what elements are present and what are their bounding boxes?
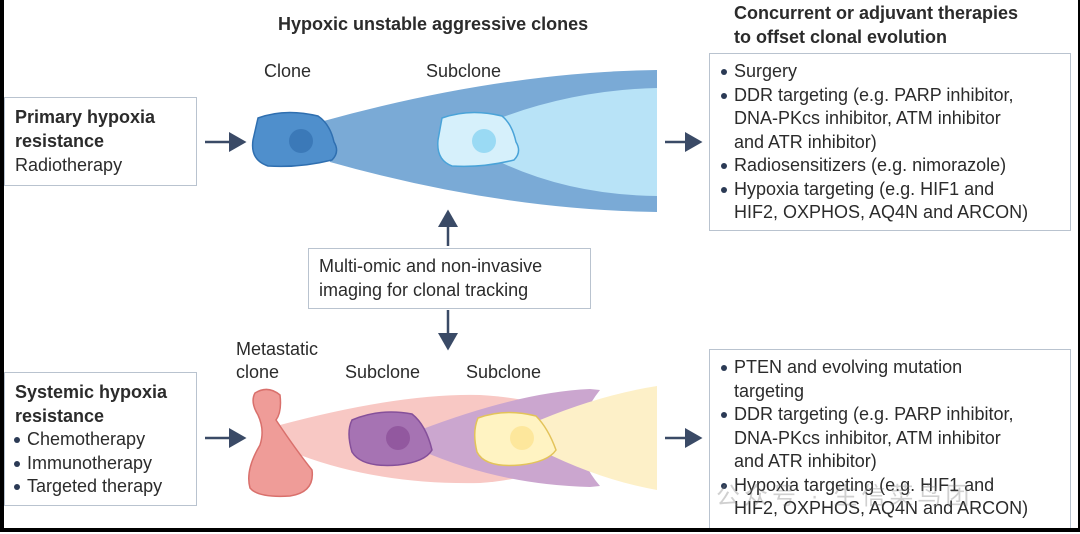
yellow-subclone-nucleus (510, 426, 534, 450)
therapy-item: PTEN and evolving mutation targeting (718, 356, 1062, 403)
subclone-nucleus (472, 129, 496, 153)
systemic-therapies-list: Chemotherapy Immunotherapy Targeted ther… (11, 428, 162, 499)
therapy-text: Hypoxia targeting (e.g. HIF1 and (734, 178, 995, 199)
therapy-item: Immunotherapy (11, 452, 162, 476)
therapy-item: DDR targeting (e.g. PARP inhibitor, DNA-P… (718, 84, 1062, 155)
therapy-item: Targeted therapy (11, 475, 162, 499)
tracking-box: Multi-omic and non-invasive imaging for … (308, 248, 591, 309)
primary-therapies-list: Surgery DDR targeting (e.g. PARP inhibit… (718, 60, 1062, 225)
primary-therapy: Radiotherapy (15, 155, 123, 175)
primary-resistance-box: Primary hypoxia resistance Radiotherapy (4, 97, 197, 186)
yellow-lineage-band (540, 386, 657, 490)
therapy-text: DNA-PKcs inhibitor, ATM inhibitor (734, 427, 1001, 448)
therapy-text: HIF2, OXPHOS, AQ4N and ARCON) (734, 202, 1029, 222)
watermark: 公众号 · 生信菜鸟团 (716, 483, 974, 510)
therapy-text: targeting (734, 380, 805, 401)
primary-title-line2: resistance (15, 131, 105, 151)
subclone-label: Subclone (426, 61, 502, 81)
therapy-text: PTEN and evolving mutation (734, 357, 963, 377)
therapy-text: and ATR inhibitor) (734, 131, 877, 152)
metastatic-label-line2: clone (236, 362, 280, 382)
right-header-line1: Concurrent or adjuvant therapies (734, 3, 1019, 23)
right-header-line2: to offset clonal evolution (734, 27, 948, 47)
metastatic-label-line1: Metastatic (236, 339, 319, 359)
therapy-text: Hypoxia targeting (e.g. HIF1 and (734, 474, 995, 495)
therapy-text: and ATR inhibitor) (734, 451, 877, 471)
therapy-text: HIF2, OXPHOS, AQ4N and ARCON) (734, 498, 1029, 518)
therapy-text: Surgery (734, 61, 798, 81)
therapy-text: DDR targeting (e.g. PARP inhibitor, (734, 404, 1014, 424)
systemic-therapies-list-right: PTEN and evolving mutation targeting DDR … (718, 356, 1062, 521)
diagram-title: Hypoxic unstable aggressive clones (278, 14, 589, 34)
therapy-text: DDR targeting (e.g. PARP inhibitor, (734, 84, 1014, 105)
purple-subclone-nucleus (386, 426, 410, 450)
primary-therapies-box: Surgery DDR targeting (e.g. PARP inhibit… (709, 53, 1071, 231)
metastatic-clone-cell (248, 388, 314, 498)
systemic-resistance-box: Systemic hypoxia resistance Chemotherapy… (4, 372, 197, 506)
therapy-item: Chemotherapy (11, 428, 162, 452)
clone-nucleus (289, 129, 313, 153)
therapy-text: Radiosensitizers (e.g. nimorazole) (734, 155, 1007, 175)
therapy-item: Radiosensitizers (e.g. nimorazole) (718, 154, 1062, 178)
therapy-item: Surgery (718, 60, 1062, 84)
primary-title-line1: Primary hypoxia (15, 107, 156, 127)
subclone1-label: Subclone (345, 362, 421, 382)
tracking-line1: Multi-omic and non-invasive (319, 256, 543, 276)
therapy-text: DNA-PKcs inhibitor, ATM inhibitor (734, 108, 1001, 128)
clone-label: Clone (264, 61, 312, 81)
systemic-title-line1: Systemic hypoxia (15, 382, 168, 402)
systemic-title-line2: resistance (15, 406, 105, 426)
subclone-lineage-band (490, 88, 657, 196)
systemic-therapies-box: PTEN and evolving mutation targeting DDR … (709, 349, 1071, 529)
subclone2-label: Subclone (466, 362, 542, 382)
therapy-item: DDR targeting (e.g. PARP inhibitor, DNA-P… (718, 403, 1062, 474)
tracking-line2: imaging for clonal tracking (319, 280, 529, 300)
